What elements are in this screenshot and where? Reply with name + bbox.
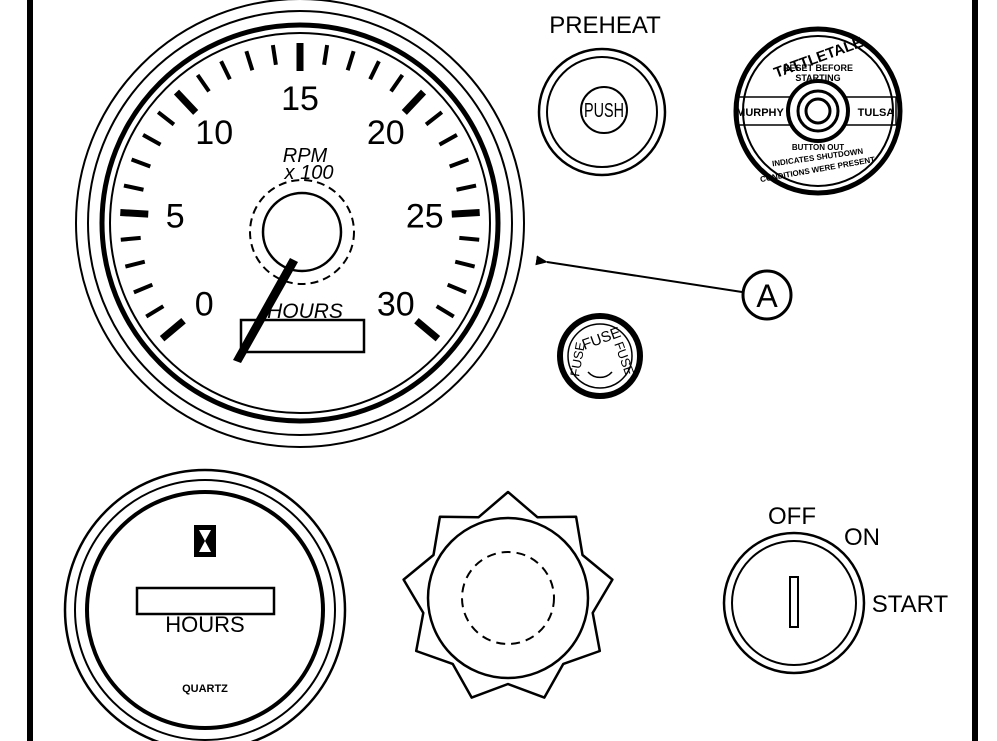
preheat-push-label: PUSH — [584, 100, 624, 122]
tachometer-minor-tick — [459, 235, 480, 242]
hourmeter: HOURS QUARTZ — [63, 468, 347, 741]
tachometer-dial-label: 0 — [195, 285, 214, 323]
tattletale-face — [742, 35, 894, 187]
key-switch-on-label: ON — [844, 524, 880, 551]
tattletale-reset-button[interactable] — [804, 97, 832, 125]
tachometer-minor-tick — [142, 133, 162, 147]
tachometer: 0 5 10 15 20 25 30 RPM x 100 HOURS — [75, 0, 525, 448]
tachometer-dial-label: 25 — [406, 198, 444, 236]
tachometer-needle — [233, 258, 298, 363]
star-knob-dashed-circle — [461, 551, 555, 645]
tattletale-right-text: TULSA — [858, 107, 895, 119]
hourmeter-bezel-middle — [74, 479, 336, 741]
tattletale-top-text-1: RESET BEFORE — [783, 63, 853, 73]
key-switch-face — [731, 540, 857, 666]
tachometer-minor-tick — [133, 282, 154, 295]
tachometer-minor-tick — [322, 44, 330, 66]
preheat-push-button[interactable] — [580, 86, 628, 134]
tachometer-minor-tick — [270, 44, 278, 66]
tachometer-major-tick — [120, 209, 149, 218]
hourglass-icon-glass — [199, 530, 211, 552]
tattletale-top-text-2: STARTING — [795, 73, 840, 83]
tachometer-hours-window — [239, 318, 366, 354]
preheat-bezel-inner — [546, 56, 658, 168]
star-knob-outline — [402, 490, 614, 699]
key-switch-off-label: OFF — [768, 503, 816, 530]
preheat-bezel — [537, 47, 667, 177]
tachometer-bezel-inner — [99, 22, 501, 424]
tachometer-minor-tick — [389, 73, 405, 93]
tachometer-major-tick — [159, 318, 186, 342]
tachometer-minor-tick — [120, 235, 141, 242]
fuse-label-right: FUSE — [611, 340, 637, 378]
fuse-center-arc — [587, 371, 613, 379]
tachometer-hours-label: HOURS — [267, 300, 343, 323]
tattletale-left-text: MURPHY — [736, 107, 784, 119]
tachometer-minor-tick — [448, 157, 470, 169]
tachometer-bezel-outer — [75, 0, 525, 448]
tachometer-major-tick — [401, 89, 427, 115]
tachometer-minor-tick — [219, 60, 232, 81]
tachometer-dial-label: 20 — [367, 114, 405, 152]
tachometer-minor-tick — [435, 304, 455, 319]
tachometer-major-tick — [414, 318, 441, 342]
star-knob[interactable] — [402, 490, 614, 699]
tachometer-unit-multiplier: x 100 — [284, 162, 334, 184]
fuse-cap-inner — [567, 323, 633, 389]
preheat-title: PREHEAT — [549, 12, 661, 39]
tattletale-rim — [733, 26, 903, 196]
tachometer-minor-tick — [438, 133, 458, 147]
fuse-cap-outer — [557, 313, 643, 399]
key-slot[interactable] — [789, 576, 799, 628]
tachometer-tick-marks — [120, 43, 480, 342]
tachometer-minor-tick — [195, 73, 211, 93]
tachometer-minor-tick — [454, 259, 476, 269]
hourmeter-hours-window — [135, 586, 276, 616]
tachometer-minor-tick — [130, 157, 152, 169]
tachometer-unit-rpm: RPM — [283, 145, 328, 167]
callout-circle — [741, 269, 793, 321]
hourmeter-brand-label: QUARTZ — [182, 683, 228, 695]
callout-label: A — [756, 278, 778, 314]
fuse-holder[interactable]: FUSE FUSE FUSE — [557, 313, 643, 399]
tachometer-hub-dashed — [249, 179, 355, 285]
tachometer-bezel-middle — [87, 10, 513, 436]
star-knob-inner-circle — [426, 516, 590, 680]
hourmeter-hours-label: HOURS — [165, 612, 244, 637]
preheat-switch: PREHEAT PUSH — [537, 12, 667, 177]
callout-arrow — [535, 255, 743, 293]
tachometer-dial-label: 30 — [377, 285, 415, 323]
tattletale-indicator: TATTLETALE RESET BEFORE STARTING MURPHY … — [733, 26, 903, 196]
hourglass-icon — [194, 525, 216, 557]
tachometer-major-tick — [173, 89, 199, 115]
hourmeter-face — [85, 490, 325, 730]
tachometer-minor-tick — [424, 110, 444, 127]
tachometer-minor-tick — [156, 110, 176, 127]
tachometer-minor-tick — [244, 50, 255, 71]
tachometer-minor-tick — [446, 282, 467, 295]
tachometer-minor-tick — [123, 183, 144, 192]
tachometer-dial-label: 10 — [195, 114, 233, 152]
fuse-label-left: FUSE — [567, 341, 588, 378]
tachometer-dial-label: 15 — [281, 80, 319, 118]
key-switch-start-label: START — [872, 591, 949, 618]
tachometer-dial-label: 5 — [166, 198, 185, 236]
tachometer-minor-tick — [456, 183, 477, 192]
key-switch-bezel — [722, 531, 866, 675]
key-switch[interactable]: OFF ON START — [722, 503, 949, 675]
tachometer-face — [109, 32, 491, 414]
tachometer-minor-tick — [368, 60, 381, 81]
tachometer-major-tick — [451, 209, 480, 218]
tachometer-dial-labels: 0 5 10 15 20 25 30 — [166, 80, 444, 323]
tachometer-minor-tick — [145, 304, 165, 319]
tachometer-minor-tick — [124, 259, 146, 269]
tachometer-minor-tick — [345, 50, 356, 71]
tattletale-button-ring-inner — [796, 89, 840, 133]
tachometer-hub — [261, 191, 343, 273]
tattletale-bottom-text-1: BUTTON OUT — [792, 143, 844, 152]
hourmeter-bezel-outer — [63, 468, 347, 741]
